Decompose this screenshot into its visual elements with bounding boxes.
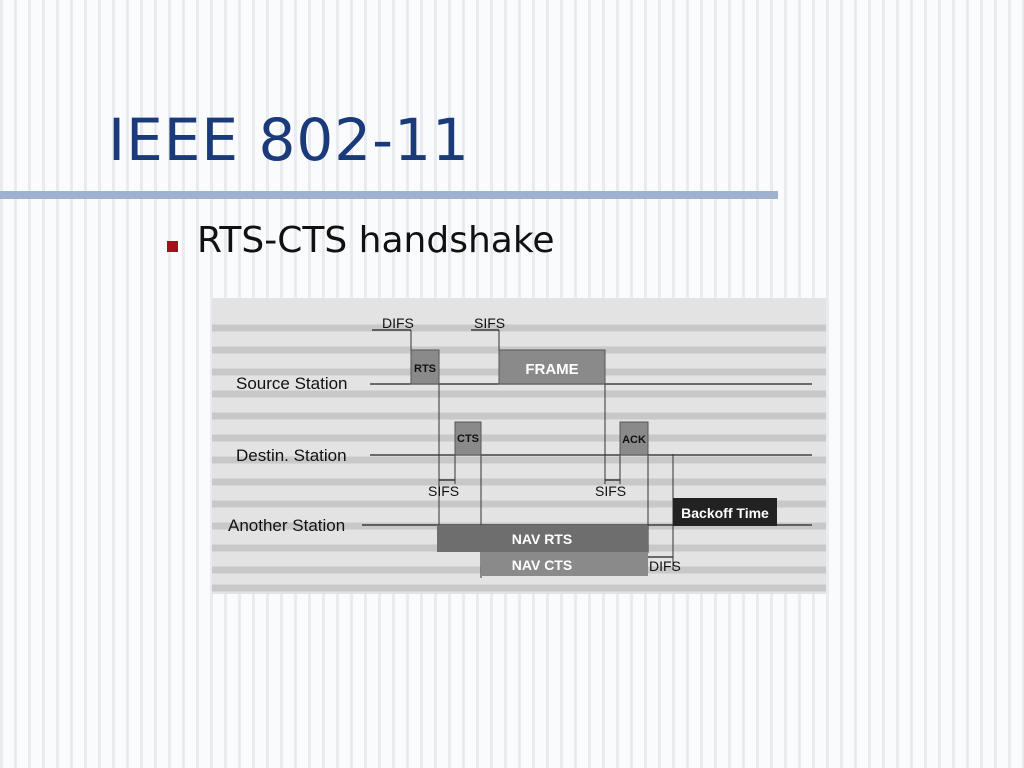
rts-cts-timing-diagram: Source Station Destin. Station Another S… — [212, 298, 826, 594]
ack-frame — [619, 421, 649, 456]
bullet-marker — [167, 241, 178, 252]
slide-title: IEEE 802-11 — [108, 106, 470, 174]
source-station-label: Source Station — [236, 374, 348, 393]
backoff-label: Backoff Time — [681, 505, 769, 521]
sifs-label-cts: SIFS — [428, 483, 459, 499]
bullet-text: RTS-CTS handshake — [197, 220, 555, 261]
nav-rts-label: NAV RTS — [512, 531, 572, 547]
cts-frame-label: CTS — [457, 433, 479, 445]
nav-cts-bar — [481, 552, 648, 576]
sifs-label-top: SIFS — [474, 315, 505, 331]
rts-frame-label: RTS — [414, 363, 436, 375]
data-frame — [498, 349, 606, 385]
rts-frame — [410, 349, 440, 385]
destination-station-label: Destin. Station — [236, 446, 347, 465]
backoff-block — [673, 498, 777, 526]
sifs-label-ack: SIFS — [595, 483, 626, 499]
data-frame-label: FRAME — [525, 361, 578, 378]
difs-label-top: DIFS — [382, 315, 414, 331]
title-divider — [0, 191, 778, 199]
another-station-label: Another Station — [228, 516, 345, 535]
nav-rts-bar — [437, 525, 648, 552]
cts-frame — [454, 421, 482, 456]
interval-brackets — [372, 329, 673, 558]
ack-frame-label: ACK — [622, 434, 646, 446]
nav-cts-label: NAV CTS — [512, 557, 572, 573]
difs-label-bottom: DIFS — [649, 558, 681, 574]
